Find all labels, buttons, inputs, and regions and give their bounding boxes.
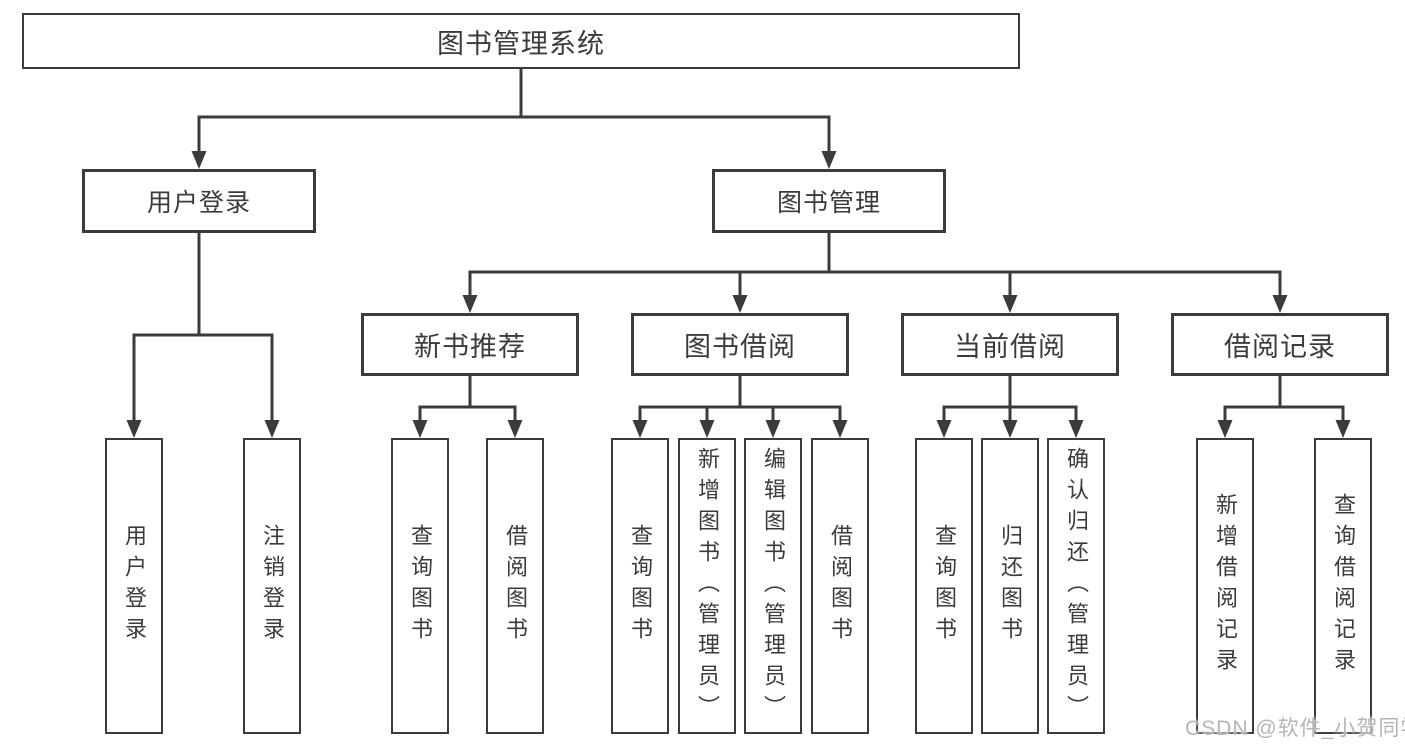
- leaf-logout-login: 注销登录: [243, 438, 301, 734]
- leaf-records-query-record: 查询借阅记录: [1314, 438, 1372, 734]
- leaf-label: 确认归还（管理员）: [1064, 446, 1089, 726]
- node-borrow-records: 借阅记录: [1171, 313, 1389, 376]
- leaf-label: 查询图书: [628, 524, 653, 648]
- leaf-borrow-add-books-admin: 新增图书（管理员）: [678, 438, 736, 734]
- leaf-label: 注销登录: [260, 524, 285, 648]
- leaf-newbook-borrow-books: 借阅图书: [486, 438, 544, 734]
- leaf-current-return-books: 归还图书: [981, 438, 1039, 734]
- node-book-borrow: 图书借阅: [631, 313, 849, 376]
- leaf-records-add-record: 新增借阅记录: [1196, 438, 1254, 734]
- leaf-label: 借阅图书: [503, 524, 528, 648]
- csdn-watermark: CSDN @软件_小贺同学: [1185, 717, 1405, 740]
- leaf-current-query-books: 查询图书: [915, 438, 973, 734]
- leaf-borrow-edit-books-admin: 编辑图书（管理员）: [744, 438, 802, 734]
- leaf-label: 归还图书: [998, 524, 1023, 648]
- leaf-label: 查询图书: [408, 524, 433, 648]
- leaf-label: 新增借阅记录: [1213, 493, 1238, 679]
- leaf-user-login: 用户登录: [105, 438, 163, 734]
- node-new-book-recommend: 新书推荐: [361, 313, 579, 376]
- leaf-borrow-query-books: 查询图书: [611, 438, 669, 734]
- leaf-borrow-borrow-books: 借阅图书: [811, 438, 869, 734]
- node-library-system: 图书管理系统: [22, 13, 1020, 69]
- node-user-login: 用户登录: [82, 169, 316, 233]
- node-current-borrow: 当前借阅: [901, 313, 1119, 376]
- leaf-label: 查询借阅记录: [1331, 493, 1356, 679]
- leaf-label: 新增图书（管理员）: [695, 446, 720, 726]
- leaf-label: 查询图书: [932, 524, 957, 648]
- node-book-management: 图书管理: [712, 169, 946, 233]
- leaf-current-confirm-return-admin: 确认归还（管理员）: [1047, 438, 1105, 734]
- leaf-label: 编辑图书（管理员）: [761, 446, 786, 726]
- leaf-label: 借阅图书: [828, 524, 853, 648]
- leaf-label: 用户登录: [122, 524, 147, 648]
- leaf-newbook-query-books: 查询图书: [391, 438, 449, 734]
